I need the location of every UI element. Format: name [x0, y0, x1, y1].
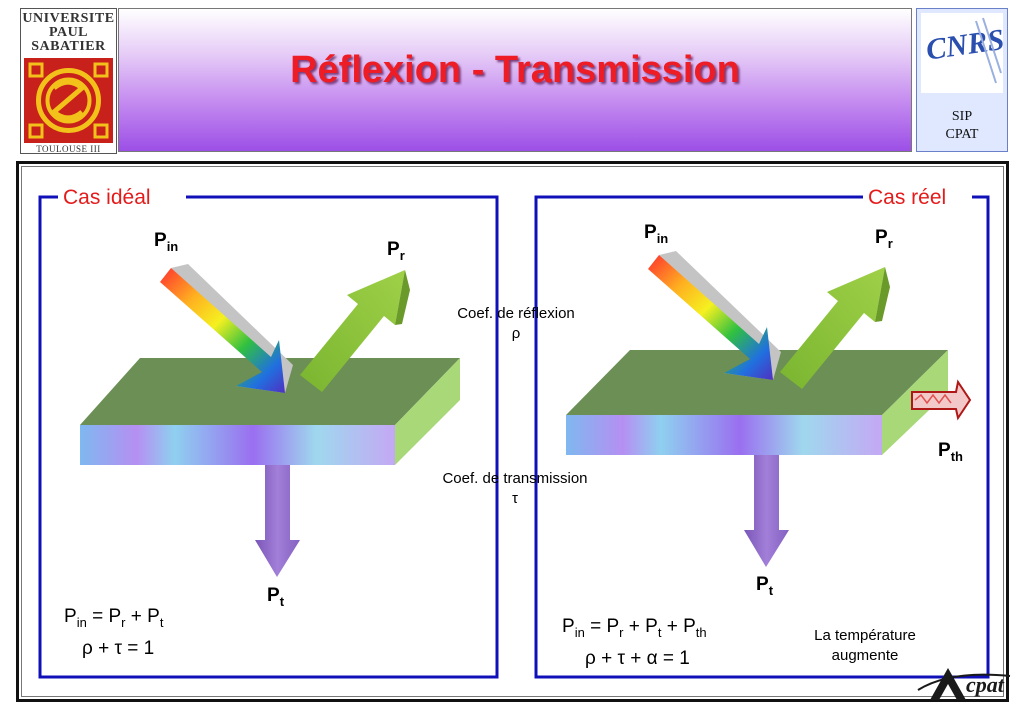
right-p-r-label: Pr [875, 227, 893, 251]
transmission-coef-label: Coef. de transmission τ [420, 469, 610, 509]
right-p-t-label: Pt [756, 574, 774, 598]
rho-symbol: ρ [511, 325, 521, 342]
content-inner-frame [21, 166, 1004, 697]
university-logo-line: UNIVERSITE [22, 11, 115, 26]
temperature-note-line: La température [814, 627, 916, 644]
left-power-equation: Pin = Pr + Pt [64, 606, 164, 630]
university-logo-line: PAUL [48, 25, 89, 40]
reflection-coef-label: Coef. de réflexion ρ [436, 304, 596, 344]
page-title: Réflexion - Transmission [290, 49, 740, 91]
left-incident-arrow [160, 264, 293, 393]
left-reflected-arrow [300, 270, 410, 392]
right-incident-arrow [648, 251, 781, 380]
right-p-th-label: Pth [938, 440, 963, 464]
cnrs-logo-box: CNRS SIP CPAT [916, 8, 1008, 152]
temperature-note: La température augmente [790, 626, 940, 666]
university-logo: UNIVERSITE PAUL SABATIER TOULOUSE III [20, 8, 117, 154]
cnrs-logo: CNRS [921, 13, 1006, 93]
right-panel-frame [534, 195, 990, 679]
lab-name-line: SIP [951, 109, 973, 124]
tau-symbol: τ [512, 490, 518, 507]
transmission-coef-text: Coef. de transmission [442, 470, 588, 487]
left-slab [80, 358, 460, 465]
right-coef-equation: ρ + τ + α = 1 [585, 648, 690, 669]
title-band: Réflexion - Transmission [118, 8, 912, 152]
lab-name-line: CPAT [945, 127, 979, 142]
right-transmitted-arrow [744, 455, 789, 567]
reflection-coef-text: Coef. de réflexion [457, 305, 575, 322]
right-panel-title: Cas réel [863, 186, 952, 210]
thermal-arrow [911, 379, 972, 421]
left-p-in-label: Pin [154, 230, 179, 254]
right-power-equation: Pin = Pr + Pt + Pth [562, 616, 707, 640]
cpat-logo: cpat [917, 668, 1011, 700]
left-panel-frame [38, 195, 499, 679]
university-logo-line: TOULOUSE III [36, 144, 101, 154]
cpat-logo-text: cpat [966, 672, 1005, 697]
left-panel-title: Cas idéal [58, 186, 156, 210]
temperature-note-line: augmente [831, 647, 899, 664]
right-reflected-arrow [780, 267, 890, 389]
left-p-t-label: Pt [267, 585, 285, 609]
left-transmitted-arrow [255, 465, 300, 577]
left-p-r-label: Pr [387, 239, 405, 263]
right-p-in-label: Pin [644, 222, 669, 246]
university-emblem [24, 58, 113, 143]
university-logo-line: SABATIER [31, 39, 106, 54]
left-coef-equation: ρ + τ = 1 [82, 638, 155, 659]
